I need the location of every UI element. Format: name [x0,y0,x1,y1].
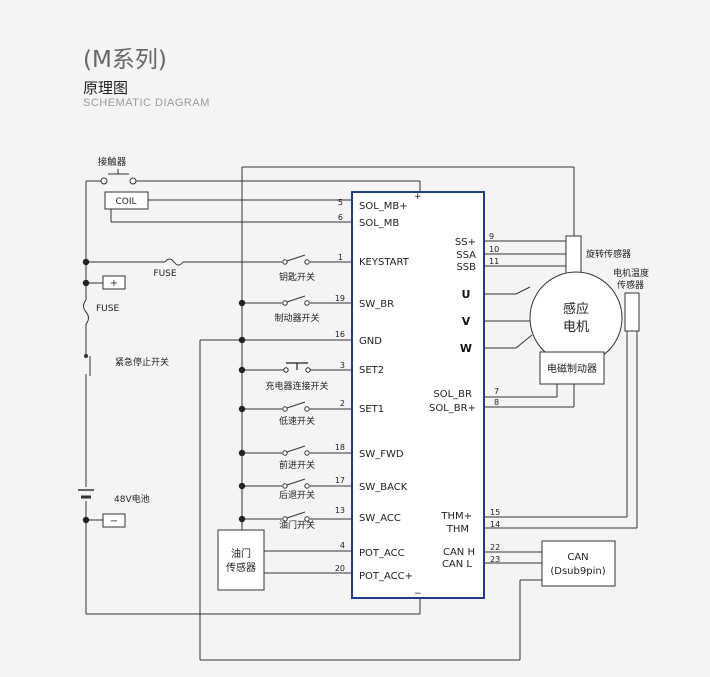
pin-number: 9 [489,232,494,241]
pin-label: SET2 [359,365,384,376]
pin-number: 7 [494,387,499,396]
controller-left-pins: 5 SOL_MB+ 6 SOL_MB 1 KEYSTART 19 SW_BR 1… [335,198,413,582]
coil-box [104,191,149,210]
pin-number: 11 [489,257,499,266]
phase-v-label: V [462,315,471,328]
pin-number: 6 [338,213,343,222]
series-title: (M系列) [83,47,167,73]
pin-number: 3 [340,361,345,370]
em-brake-box [539,351,605,385]
emergency-stop-label: 紧急停止开关 [115,356,169,368]
junction-dots [82,258,246,524]
pin-number: 1 [338,253,343,262]
pin-label: SW_BR [359,299,394,310]
controller-minus-sign: − [414,589,422,599]
can-box [541,540,616,587]
battery-icon [78,489,94,499]
battery-label: 48V电池 [114,493,150,505]
pin-label: SW_FWD [359,449,404,460]
pin-label: SS+ [455,237,476,248]
pin-number: 19 [335,294,345,303]
temp-sensor-label-2: 传感器 [617,279,644,291]
motor-label-2: 电机 [563,320,589,335]
pin-label: POT_ACC+ [359,571,413,582]
plus-sign: + [110,278,118,289]
can-label-1: CAN [567,552,588,563]
controller-plus-sign: + [414,192,422,202]
throttle-sensor-box [217,529,265,591]
header: (M系列) 原理图 SCHEMATIC DIAGRAM [0,0,710,120]
phase-u-label: U [462,288,471,301]
rotary-sensor-label: 旋转传感器 [586,248,631,260]
switch-symbols [282,254,310,522]
fuse-main-icon [83,299,89,325]
pin-number: 18 [335,443,345,452]
pin-number: 5 [338,198,343,207]
pin-label: SET1 [359,404,384,415]
throttle-sensor-label-1: 油门 [231,547,251,560]
temp-sensor-label-1: 电机温度 [613,267,649,279]
pin-number: 10 [489,245,499,254]
pin-number: 17 [335,476,345,485]
pin-label: THM [446,524,469,535]
fuse-keystart-icon [164,258,184,266]
controller-right-pins: SS+ 9 SSA 10 SSB 11 SOL_BR 7 SOL_BR+ 8 T… [429,232,500,570]
phase-labels: U V W [460,288,472,355]
pin-number: 16 [335,330,345,339]
battery-minus-terminal [102,513,126,528]
pin-number: 2 [340,399,345,408]
fuse-main-label: FUSE [96,304,119,314]
pin-label: SSA [456,250,476,261]
pin-label: CAN H [443,547,475,558]
brake-switch-label: 制动器开关 [274,312,319,324]
pin-label: SW_BACK [359,482,408,493]
backward-switch-label: 后退开关 [279,489,315,501]
pin-number: 4 [340,541,345,550]
rotary-sensor-box [565,235,582,275]
pin-number: 15 [490,508,500,517]
pin-label: SOL_BR [433,389,472,400]
throttle-switch-label: 油门开关 [279,519,315,531]
can-label-2: (Dsub9pin) [550,566,605,577]
coil-label: COIL [115,197,136,207]
pin-number: 13 [335,506,345,515]
pin-label: SOL_MB [359,218,399,229]
pin-label: POT_ACC [359,548,405,559]
pin-label: SOL_BR+ [429,403,476,414]
motor-icon [529,271,623,365]
battery-plus-terminal [102,275,126,290]
pin-label: THM+ [440,511,472,522]
motor-label-1: 感应 [563,301,589,317]
key-switch-label: 钥匙开关 [279,271,315,283]
pin-label: SW_ACC [359,513,401,524]
forward-switch-label: 前进开关 [279,459,315,471]
pin-number: 23 [490,555,500,564]
pin-label: SSB [456,262,476,273]
fuse-label: FUSE [153,269,176,279]
page-title: 原理图 [83,79,129,97]
pin-number: 22 [490,543,500,552]
contactor-terminal-icon [100,177,108,185]
charger-switch-icon [283,362,311,373]
phase-w-label: W [460,342,472,355]
pin-label: GND [359,336,382,347]
minus-sign: − [110,516,118,527]
charger-switch-label: 充电器连接开关 [265,380,328,392]
throttle-sensor-label-2: 传感器 [226,561,256,574]
temp-sensor-box [624,292,640,332]
pin-label: CAN L [442,559,472,570]
pin-label: KEYSTART [359,257,410,268]
em-brake-label: 电磁制动器 [547,362,597,375]
pin-number: 20 [335,564,345,573]
controller-box [351,191,485,599]
pin-number: 8 [494,398,499,407]
pin-label: SOL_MB+ [359,201,408,212]
pin-number: 14 [490,520,500,529]
page-subtitle: SCHEMATIC DIAGRAM [83,97,210,109]
contactor-terminal-icon [129,177,137,185]
emergency-stop-icon [84,350,91,380]
contactor-label: 接触器 [98,156,127,168]
low-speed-switch-label: 低速开关 [279,415,315,427]
